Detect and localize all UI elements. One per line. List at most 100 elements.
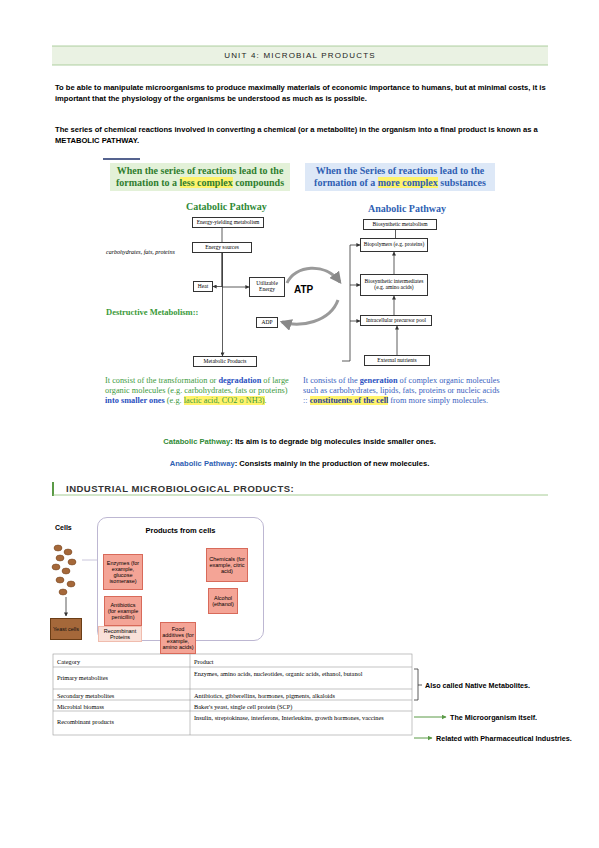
node-text: Alcohol (ethanol) — [210, 595, 236, 607]
text-run: constituents of the cell — [310, 396, 389, 405]
rule-mark — [103, 158, 140, 160]
section-heading: INDUSTRIAL MICROBIOLOGICAL PRODUCTS: — [66, 483, 486, 494]
table-cell: Insulin, streptokinase, interferons, Int… — [194, 714, 399, 722]
process-box: Biosynthetic metabolism — [363, 219, 437, 230]
text-run: more complex — [378, 177, 438, 188]
connector — [397, 326, 398, 355]
node-text: Utilizable Energy — [251, 281, 283, 293]
note-arrow — [414, 717, 446, 718]
table-header: Category — [57, 658, 187, 666]
table-cell: Antibiotics, gibberellins, hormones, pig… — [194, 692, 409, 700]
summary-line: Anabolic Pathway: Consists mainly in the… — [0, 458, 599, 469]
cells-arrow — [66, 597, 67, 616]
process-box: Biopolymers (e.g. proteins) — [360, 238, 428, 252]
text-run: generation — [360, 376, 398, 385]
side-note: carbohydrates, fats, proteins — [106, 249, 196, 255]
process-box: External nutrients — [364, 355, 430, 366]
product-box: Chemicals (for example, citric acid) — [206, 548, 248, 582]
process-box: Energy sources — [192, 242, 252, 253]
product-box: Antibiotics (for example penicillin) — [104, 596, 142, 626]
text-run: Catabolic Pathway — [163, 437, 230, 446]
side-note: The Microorganism itself. — [450, 713, 595, 722]
connector — [213, 253, 222, 287]
header-band — [52, 46, 548, 65]
yeast-box: Yeast cells — [50, 618, 82, 640]
table-cell: Primary metabolites — [57, 674, 187, 682]
side-note: Also called Native Metabolites. — [425, 681, 595, 690]
node-text: Food additives (for example, amino acids… — [162, 626, 194, 650]
node-text: Chemicals (for example, citric acid) — [208, 556, 246, 574]
node-text: External nutrients — [377, 358, 416, 364]
connector — [222, 253, 223, 356]
table-cell: Baker's yeast, single cell protein (SCP) — [194, 703, 409, 711]
connector — [394, 252, 395, 274]
connector — [222, 253, 249, 287]
node-text: Enzymes (for example, glucose isomerase) — [105, 560, 141, 584]
table-cell: Enzymes, amino acids, nucleotides, organ… — [194, 670, 394, 678]
description: It consist of the transformation or degr… — [105, 376, 295, 406]
connector — [222, 228, 223, 242]
node-text: Energy sources — [205, 245, 239, 251]
figure-label: Cells — [55, 524, 85, 531]
node-text: Yeast cells — [53, 626, 79, 632]
table-cell: Secondary metabolites — [57, 692, 187, 700]
side-note: Related with Pharmaceutical Industries. — [436, 734, 596, 743]
node-text: Biopolymers (e.g. proteins) — [364, 242, 425, 248]
table-cell: Recombinant products — [57, 718, 187, 726]
pathway-heading: Anabolic Pathway — [368, 203, 468, 214]
text-run: Anabolic Pathway — [170, 459, 235, 468]
product-box: Enzymes (for example, glucose isomerase) — [103, 554, 143, 590]
process-box: Intracellular precursor pool — [360, 315, 432, 326]
info-band: When the series of reactions lead to the… — [110, 163, 290, 191]
process-box: ADP — [256, 317, 278, 328]
description: It consists of the generation of complex… — [303, 376, 501, 406]
cells-illustration — [52, 545, 76, 595]
node-text: When the Series of reactions lead to the… — [309, 165, 491, 189]
node-text: Heat — [198, 284, 208, 290]
node-text: When the series of reactions lead to the… — [114, 165, 286, 189]
text-run: into smaller ones — [105, 396, 165, 405]
product-box: Alcohol (ethanol) — [208, 588, 238, 614]
info-band: When the Series of reactions lead to the… — [305, 163, 495, 191]
section-rule — [53, 495, 548, 496]
node-text: ADP — [261, 320, 272, 326]
text-run: less complex — [180, 177, 233, 188]
pathway-heading: Catabolic Pathway — [186, 201, 286, 212]
node-text: Biosynthetic intermediates (e.g. amino a… — [362, 279, 426, 291]
atp-cycle — [282, 268, 340, 324]
atp-label: ATP — [294, 284, 320, 295]
process-box: Energy-yielding metabolism — [192, 217, 264, 228]
process-box: Biosynthetic intermediates (e.g. amino a… — [360, 274, 428, 296]
note-arrow — [414, 738, 432, 739]
text-run: degradation — [218, 376, 261, 385]
products-panel: Products from cellsEnzymes (for example,… — [97, 517, 264, 641]
node-text: Energy-yielding metabolism — [197, 220, 260, 226]
page-title: UNIT 4: MICROBIAL PRODUCTS — [52, 47, 548, 65]
text-run: lactic acid, CO2 o NH3) — [184, 396, 265, 405]
node-text: Antibiotics (for example penicillin) — [106, 602, 140, 620]
product-box: Recombinant Proteins — [98, 626, 142, 642]
connector — [394, 296, 395, 315]
connector — [395, 230, 396, 238]
process-box: Utilizable Energy — [249, 277, 285, 297]
paragraph: To be able to manipulate microorganisms … — [55, 82, 549, 104]
node-text: Biosynthetic metabolism — [373, 222, 428, 228]
product-table-grid — [53, 654, 412, 735]
process-box: Metabolic Products — [193, 356, 257, 367]
side-heading: Destructive Metabolism:: — [106, 307, 216, 317]
section-bar — [52, 482, 54, 496]
cells-link — [82, 560, 97, 561]
node-text: Metabolic Products — [204, 359, 247, 365]
process-box: Heat — [193, 281, 213, 292]
bracket — [414, 669, 422, 700]
node-text: Recombinant Proteins — [100, 628, 140, 640]
node-text: Intracellular precursor pool — [366, 318, 426, 324]
paragraph: The series of chemical reactions involve… — [55, 124, 549, 146]
anabolic-feed-lines — [342, 245, 360, 361]
table-header: Product — [194, 658, 409, 666]
summary-line: Catabolic Pathway: Its aim is to degrade… — [0, 436, 599, 447]
product-box: Food additives (for example, amino acids… — [160, 622, 196, 654]
panel-heading: Products from cells — [98, 526, 263, 535]
